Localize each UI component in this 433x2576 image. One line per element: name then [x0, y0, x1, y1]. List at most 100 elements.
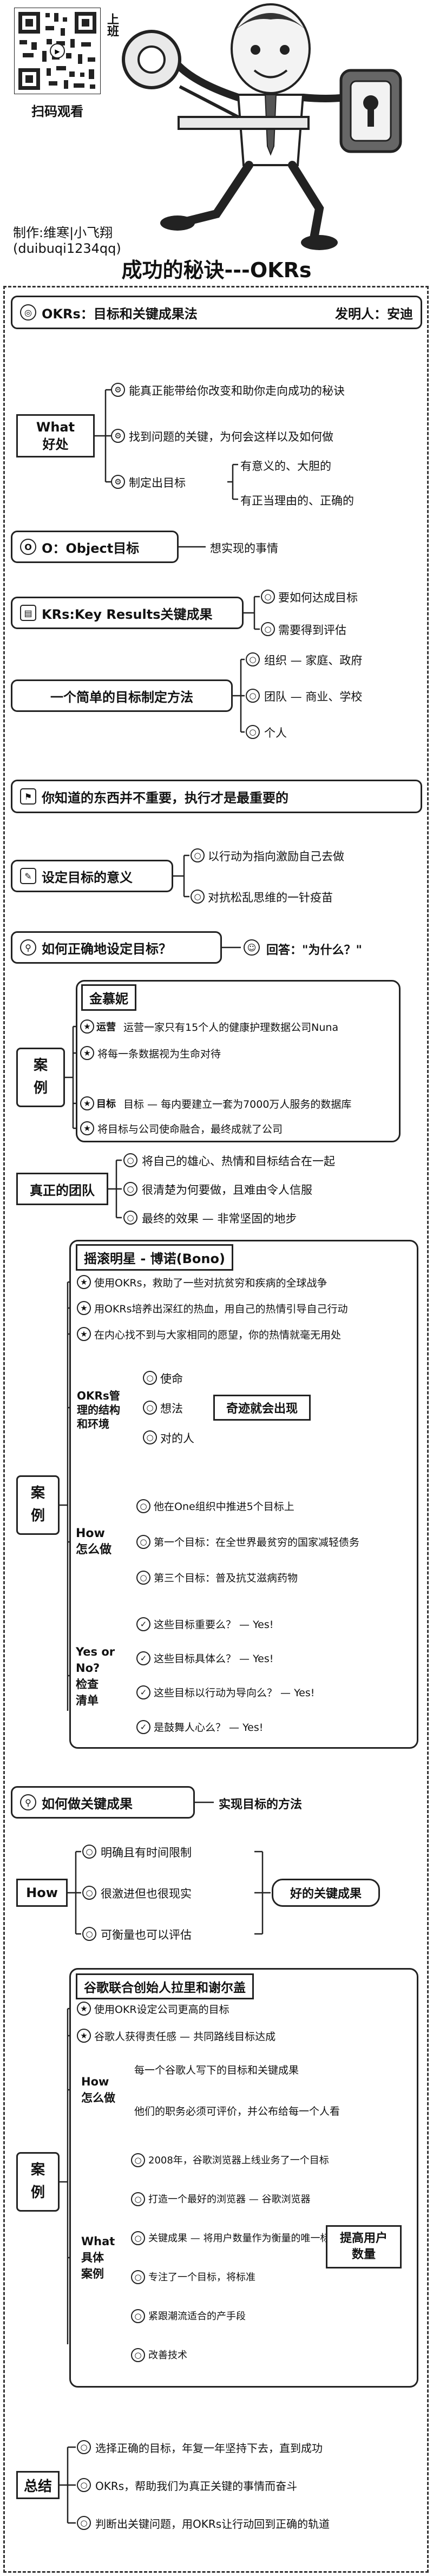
- page-title: 成功的秘诀---OKRs: [121, 258, 312, 282]
- gear-icon: ⚙: [111, 475, 125, 489]
- simple-method-title: 一个简单的目标制定方法: [50, 689, 193, 705]
- circle-icon: ○: [131, 2309, 145, 2323]
- miracle-result: 奇迹就会出现: [213, 1395, 311, 1421]
- case-item: 将每一条数据视为生命对待: [97, 1048, 221, 1060]
- case-header-bono: 摇滚明星 - 博诺(Bono): [76, 1244, 233, 1271]
- what-benefit-label: What 好处: [16, 414, 95, 457]
- google-how-item: 他们的职务必须可评价，并公布给每一个人看: [134, 2106, 340, 2117]
- circle-icon: ○: [131, 2231, 145, 2245]
- case-item-icon: ★: [80, 1121, 94, 1135]
- key-results-how-pill: ⚲ 如何做关键成果: [11, 1786, 195, 1819]
- circle-icon: ○: [191, 848, 205, 862]
- circle-icon: ○: [123, 1182, 137, 1196]
- person-icon: ☺: [244, 939, 260, 956]
- maker-credit: 制作:维寒|小飞翔: [13, 225, 113, 240]
- case-header-jin: 金慕妮: [81, 984, 136, 1011]
- case-tag: 目标: [96, 1099, 116, 1110]
- key-results-how-title: 如何做关键成果: [42, 1796, 133, 1812]
- how-set-goal-title: 如何正确地设定目标？: [42, 941, 172, 957]
- qr-label: 扫码观看: [31, 104, 83, 119]
- object-title: O：Object目标: [42, 540, 140, 556]
- key-results-how-desc: 实现目标的方法: [219, 1798, 303, 1812]
- what-item: 改善技术: [148, 2350, 187, 2361]
- goal-sub-item: 有意义的、大胆的: [240, 460, 331, 473]
- what-item: 2008年，谷歌浏览器上线业务了一个目标: [148, 2155, 329, 2166]
- key-results-title: KRs:Key Results关键成果: [42, 606, 213, 622]
- qr-side-text: 上班: [105, 13, 119, 37]
- okrs-title: OKRs：目标和关键成果法: [42, 306, 198, 322]
- summary-item: OKRs，帮助我们为真正关键的事情而奋斗: [95, 2480, 298, 2493]
- goal-sub-item: 有正当理由的、正确的: [240, 494, 354, 507]
- circle-icon: ○: [261, 622, 275, 636]
- good-kr-result: 好的关键成果: [272, 1879, 380, 1907]
- case-item-icon: ★: [77, 1327, 91, 1341]
- good-kr-item: 很激进但也很现实: [101, 1887, 192, 1900]
- how-set-goal-answer: 回答："为什么？": [266, 944, 362, 957]
- gear-icon: ⚙: [111, 429, 125, 443]
- circle-icon: ○: [77, 2440, 91, 2454]
- case-item: 用OKRs培养出深红的热血，用自己的热情引导自己行动: [94, 1303, 348, 1315]
- okrs-title-pill: ◎ OKRs：目标和关键成果法 发明人：安迪: [11, 296, 422, 329]
- circle-icon: ○: [131, 2270, 145, 2284]
- checklist-item: 这些目标以行动为导向么？ — Yes!: [154, 1687, 315, 1699]
- execution-pill: ⚑ 你知道的东西并不重要，执行才是最重要的: [11, 780, 422, 813]
- case-item-icon: ★: [77, 2029, 91, 2043]
- how-set-goal-pill: ⚲ 如何正确地设定目标？: [11, 931, 222, 964]
- case-tag: 运营: [96, 1022, 116, 1033]
- benefit-item: 找到问题的关键，为何会这样以及如何做: [129, 430, 333, 443]
- key-results-item: 要如何达成目标: [278, 591, 358, 604]
- checklist-item: 这些目标重要么？ — Yes!: [154, 1619, 274, 1631]
- circle-icon: ○: [246, 689, 260, 703]
- circle-icon: ○: [143, 1371, 157, 1385]
- circle-icon: ○: [246, 725, 260, 739]
- object-desc: 想实现的事情: [210, 542, 278, 555]
- case-item-icon: ★: [77, 2002, 91, 2016]
- checklist-label: Yes or No? 检查 清单: [76, 1645, 115, 1707]
- case-box-google: [69, 1968, 418, 2388]
- meaning-item: 以行动为指向激励自己去做: [208, 850, 344, 863]
- target-icon: ◎: [20, 304, 36, 321]
- flag-icon: ⚑: [20, 788, 36, 805]
- check-icon: ✓: [136, 1685, 150, 1699]
- how-item: 第三个目标：普及抗艾滋病药物: [154, 1572, 298, 1584]
- case-item: 使用OKR设定公司更高的目标: [94, 2004, 229, 2016]
- bono-how-label: How 怎么做: [76, 1527, 112, 1557]
- user-growth-result: 提高用户数量: [326, 2225, 402, 2268]
- simple-method-pill: 一个简单的目标制定方法: [11, 679, 233, 712]
- what-item: 紧跟潮流适合的产手段: [148, 2311, 246, 2322]
- circle-icon: ○: [136, 1571, 150, 1585]
- case-item: 使用OKRs，救助了一些对抗贫穷和疾病的全球战争: [94, 1277, 327, 1289]
- circle-icon: ○: [123, 1153, 137, 1167]
- summary-item: 判断出关键问题，用OKRs让行动回到正确的轨道: [95, 2518, 330, 2531]
- case-header-google: 谷歌联合创始人拉里和谢尔盖: [76, 1973, 254, 1999]
- circle-icon: ○: [77, 2516, 91, 2530]
- case-item-icon: ★: [80, 1046, 94, 1060]
- circle-icon: ○: [82, 1927, 96, 1941]
- how-item: 第一个目标：在全世界最贫穷的国家减轻债务: [154, 1537, 360, 1548]
- circle-icon: ○: [143, 1430, 157, 1444]
- team-item: 最终的效果 — 非常坚固的地步: [142, 1212, 297, 1225]
- what-item: 专注了一个目标，将标准: [148, 2272, 255, 2283]
- book-icon: ▤: [20, 605, 36, 621]
- page-frame: [3, 286, 429, 2573]
- what-item: 打造一个最好的浏览器 — 谷歌浏览器: [148, 2194, 311, 2205]
- svg-text:▶: ▶: [55, 48, 60, 55]
- case-item-icon: ★: [77, 1275, 91, 1289]
- execution-title: 你知道的东西并不重要，执行才是最重要的: [42, 790, 288, 806]
- runner-with-key-illustration: [122, 3, 402, 250]
- qr-code-icon[interactable]: ▶: [14, 8, 101, 94]
- good-kr-item: 可衡量也可以评估: [101, 1928, 192, 1941]
- case-label: 案 例: [16, 1475, 60, 1535]
- circle-icon: ○: [246, 652, 260, 666]
- team-item: 将自己的雄心、热情和目标结合在一起: [142, 1155, 335, 1168]
- check-icon: ✓: [136, 1720, 150, 1734]
- circle-icon: ○: [136, 1535, 150, 1549]
- meaning-pill: ✎ 设定目标的意义: [11, 860, 173, 892]
- benefit-item: 制定出目标: [129, 476, 186, 489]
- structure-item: 对的人: [160, 1432, 194, 1445]
- circle-icon: ○: [143, 1401, 157, 1415]
- benefit-item: 能真正能带给你改变和助你走向成功的秘诀: [129, 384, 345, 397]
- benefit-label: 好处: [42, 437, 69, 452]
- search-icon: ⚲: [20, 1794, 36, 1810]
- circle-icon: ○: [131, 2348, 145, 2362]
